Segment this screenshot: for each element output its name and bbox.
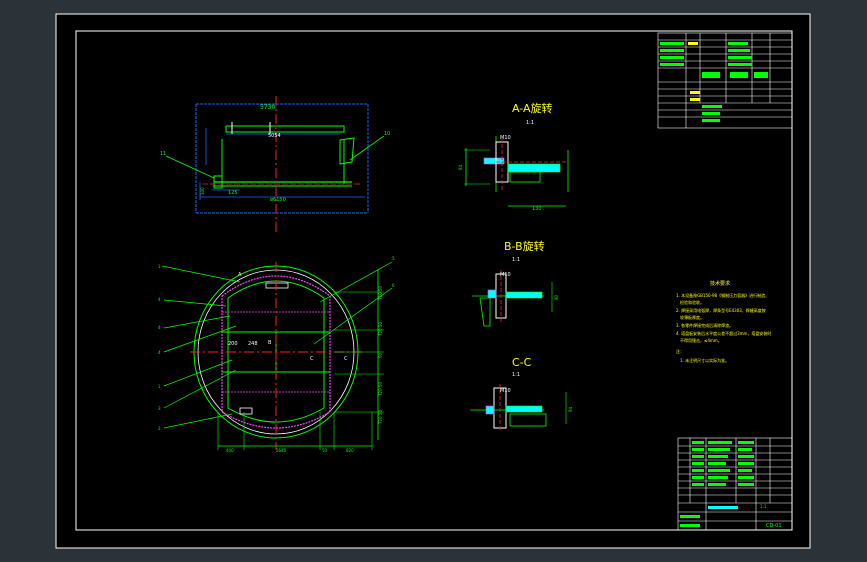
plan-dim-bottom-4: 820 bbox=[346, 448, 354, 453]
plan-leaders-left: 1 4 4 4 1 3 2 bbox=[158, 264, 161, 431]
section-bb-scale: 1:1 bbox=[512, 257, 520, 263]
plan-label-b: B bbox=[268, 340, 272, 346]
elevation-dim-bottom: ø6150 bbox=[270, 197, 286, 203]
section-aa-dim-bottom: 130 bbox=[532, 206, 542, 212]
plan-label-200: 200 bbox=[228, 341, 238, 347]
outer-frame bbox=[55, 13, 811, 549]
plan-label-c1: C bbox=[310, 356, 314, 362]
tech-req-line-7: 不得用锤击，≤4mm。 bbox=[680, 337, 722, 343]
parts-list bbox=[677, 437, 793, 531]
elevation-dim-height: 100 bbox=[200, 187, 205, 195]
elevation-dim-top: 5730 bbox=[260, 104, 275, 111]
tech-req-line-5: 3. 各零件焊接完成后清除焊渣。 bbox=[676, 322, 733, 328]
plan-leader-l2: 4 bbox=[158, 297, 161, 302]
plan-dim-bottom-3: 50 bbox=[322, 448, 328, 453]
plan-dim-right-4: 720 50 bbox=[378, 382, 383, 396]
section-aa-scale: 1:1 bbox=[526, 120, 534, 126]
section-cc-scale: 1:1 bbox=[512, 372, 520, 378]
plan-dims-right: 720 50 720 50 50 720 50 720 50 bbox=[378, 286, 383, 424]
section-cc-dim-top: M10 bbox=[500, 388, 511, 394]
tech-req-line-9: 1. 未注明尺寸以实际为准。 bbox=[680, 357, 729, 363]
design-data-table bbox=[657, 32, 793, 129]
plan-label-c2: C bbox=[344, 356, 348, 362]
plan-view bbox=[161, 261, 393, 450]
section-aa-title: A-A旋转 bbox=[512, 101, 553, 115]
plan-dim-right-5: 720 50 bbox=[378, 410, 383, 424]
elevation-dim-inner: 5054 bbox=[268, 133, 281, 139]
plan-leader-l1: 1 bbox=[158, 264, 161, 269]
plan-dim-bottom-1: 400 bbox=[226, 448, 234, 453]
parts-list-fill bbox=[680, 441, 754, 527]
elevation-leader-left: 11 bbox=[160, 151, 166, 157]
section-cc-title: C-C bbox=[512, 356, 532, 369]
plan-leader-l5: 1 bbox=[158, 384, 161, 389]
section-bb-detail bbox=[472, 270, 553, 327]
elevation-view bbox=[165, 96, 385, 232]
section-bb-dim-top: M10 bbox=[500, 272, 511, 278]
plan-dim-bottom-2: 2640 bbox=[276, 448, 287, 453]
plan-leader-r1: 5 bbox=[392, 256, 395, 261]
tech-req-line-1: 1. 本设备按GB150-98《钢制压力容器》进行制造、 bbox=[676, 292, 769, 298]
plan-leader-l7: 2 bbox=[158, 426, 161, 431]
plan-leader-l3: 4 bbox=[158, 325, 161, 330]
section-bb-title: B-B旋转 bbox=[504, 239, 545, 253]
tech-req-line-6: 4. 塔盘板安装后水平度公差不超过3mm，塔盘安装时 bbox=[676, 330, 771, 336]
plan-dim-right-1: 720 50 bbox=[378, 286, 383, 300]
plan-leader-l4: 4 bbox=[158, 350, 161, 355]
elevation-leader-right: 10 bbox=[384, 131, 390, 137]
tech-requirements: 技术要求 1. 本设备按GB150-98《钢制压力容器》进行制造、 检验和验收。… bbox=[676, 280, 771, 363]
tech-req-line-4: 较薄板厚度。 bbox=[680, 314, 704, 320]
section-aa-dim-top: M10 bbox=[500, 135, 511, 141]
plan-leader-r2: 6 bbox=[392, 283, 395, 288]
section-aa-detail bbox=[464, 136, 569, 207]
section-bb-dim-side: 90 bbox=[554, 294, 559, 300]
plan-leaders-right: 5 6 bbox=[392, 256, 395, 288]
elevation-dim-left: 125 bbox=[228, 190, 238, 196]
plan-label-248: 248 bbox=[248, 341, 258, 347]
inner-frame bbox=[75, 30, 793, 531]
plan-leader-l6: 3 bbox=[158, 406, 161, 411]
tech-req-line-2: 检验和验收。 bbox=[680, 299, 704, 305]
plan-dim-right-3: 50 bbox=[378, 352, 383, 358]
plan-dim-right-2: 720 50 bbox=[378, 322, 383, 336]
plan-inner-labels: 200 248 B A C C bbox=[228, 272, 348, 362]
tech-req-line-3: 2. 焊接采用电弧焊，焊条型号E4303，焊缝高度按 bbox=[676, 307, 766, 313]
section-aa-dim-side: 94 bbox=[458, 164, 463, 170]
plan-label-a: A bbox=[238, 272, 242, 278]
title-block-drawing-no: CD-01 bbox=[766, 523, 782, 529]
paper-sheet bbox=[56, 14, 810, 548]
title-block-scale: 1:1 bbox=[760, 504, 767, 509]
tech-req-title: 技术要求 bbox=[710, 280, 730, 287]
design-data-table-fill bbox=[660, 42, 768, 122]
plan-dims-bottom: 400 2640 50 820 bbox=[226, 448, 354, 453]
tech-req-line-8: 注： bbox=[676, 348, 684, 354]
section-cc-detail bbox=[470, 384, 567, 432]
section-cc-dim-side: 94 bbox=[568, 406, 573, 412]
